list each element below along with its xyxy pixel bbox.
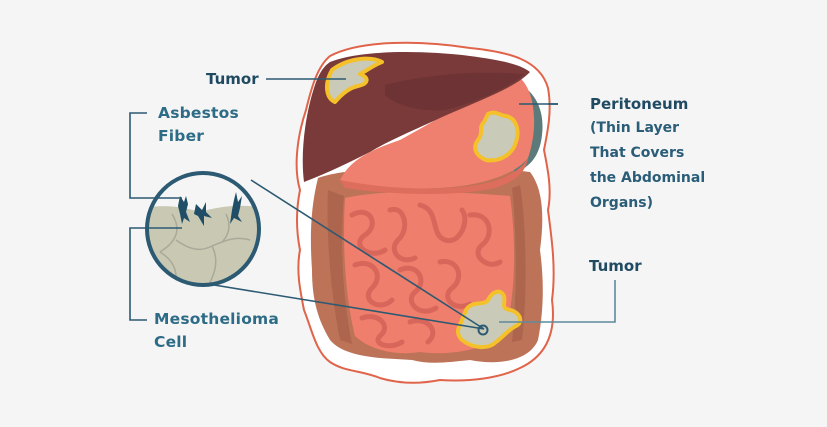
label-asbestos-fiber: Asbestos Fiber — [158, 102, 239, 148]
meso-line-1: Mesothelioma — [154, 310, 280, 328]
peritoneum-desc-4: Organs) — [590, 195, 653, 211]
meso-line-2: Cell — [154, 333, 188, 351]
label-tumor-intestine: Tumor — [589, 257, 642, 275]
connector-lines — [129, 78, 616, 330]
asbestos-line-2: Fiber — [158, 127, 205, 145]
asbestos-line-1: Asbestos — [158, 104, 239, 122]
tumor-pointer-ring — [477, 324, 489, 336]
tumor-liver — [325, 56, 384, 104]
asbestos-fiber-icons — [178, 192, 242, 226]
tumor-intestine — [455, 289, 523, 349]
peritoneum-desc-3: the Abdominal — [590, 170, 706, 186]
label-tumor-liver: Tumor — [206, 70, 259, 88]
cell-magnifier — [145, 171, 261, 287]
label-mesothelioma-cell: Mesothelioma Cell — [154, 308, 279, 354]
label-peritoneum: Peritoneum — [590, 95, 689, 113]
label-peritoneum-description: (Thin Layer That Covers the Abdominal Or… — [590, 116, 705, 216]
tumor-stomach — [473, 110, 520, 163]
peritoneum-desc-1: (Thin Layer — [590, 120, 680, 136]
peritoneum-desc-2: That Covers — [590, 145, 685, 161]
